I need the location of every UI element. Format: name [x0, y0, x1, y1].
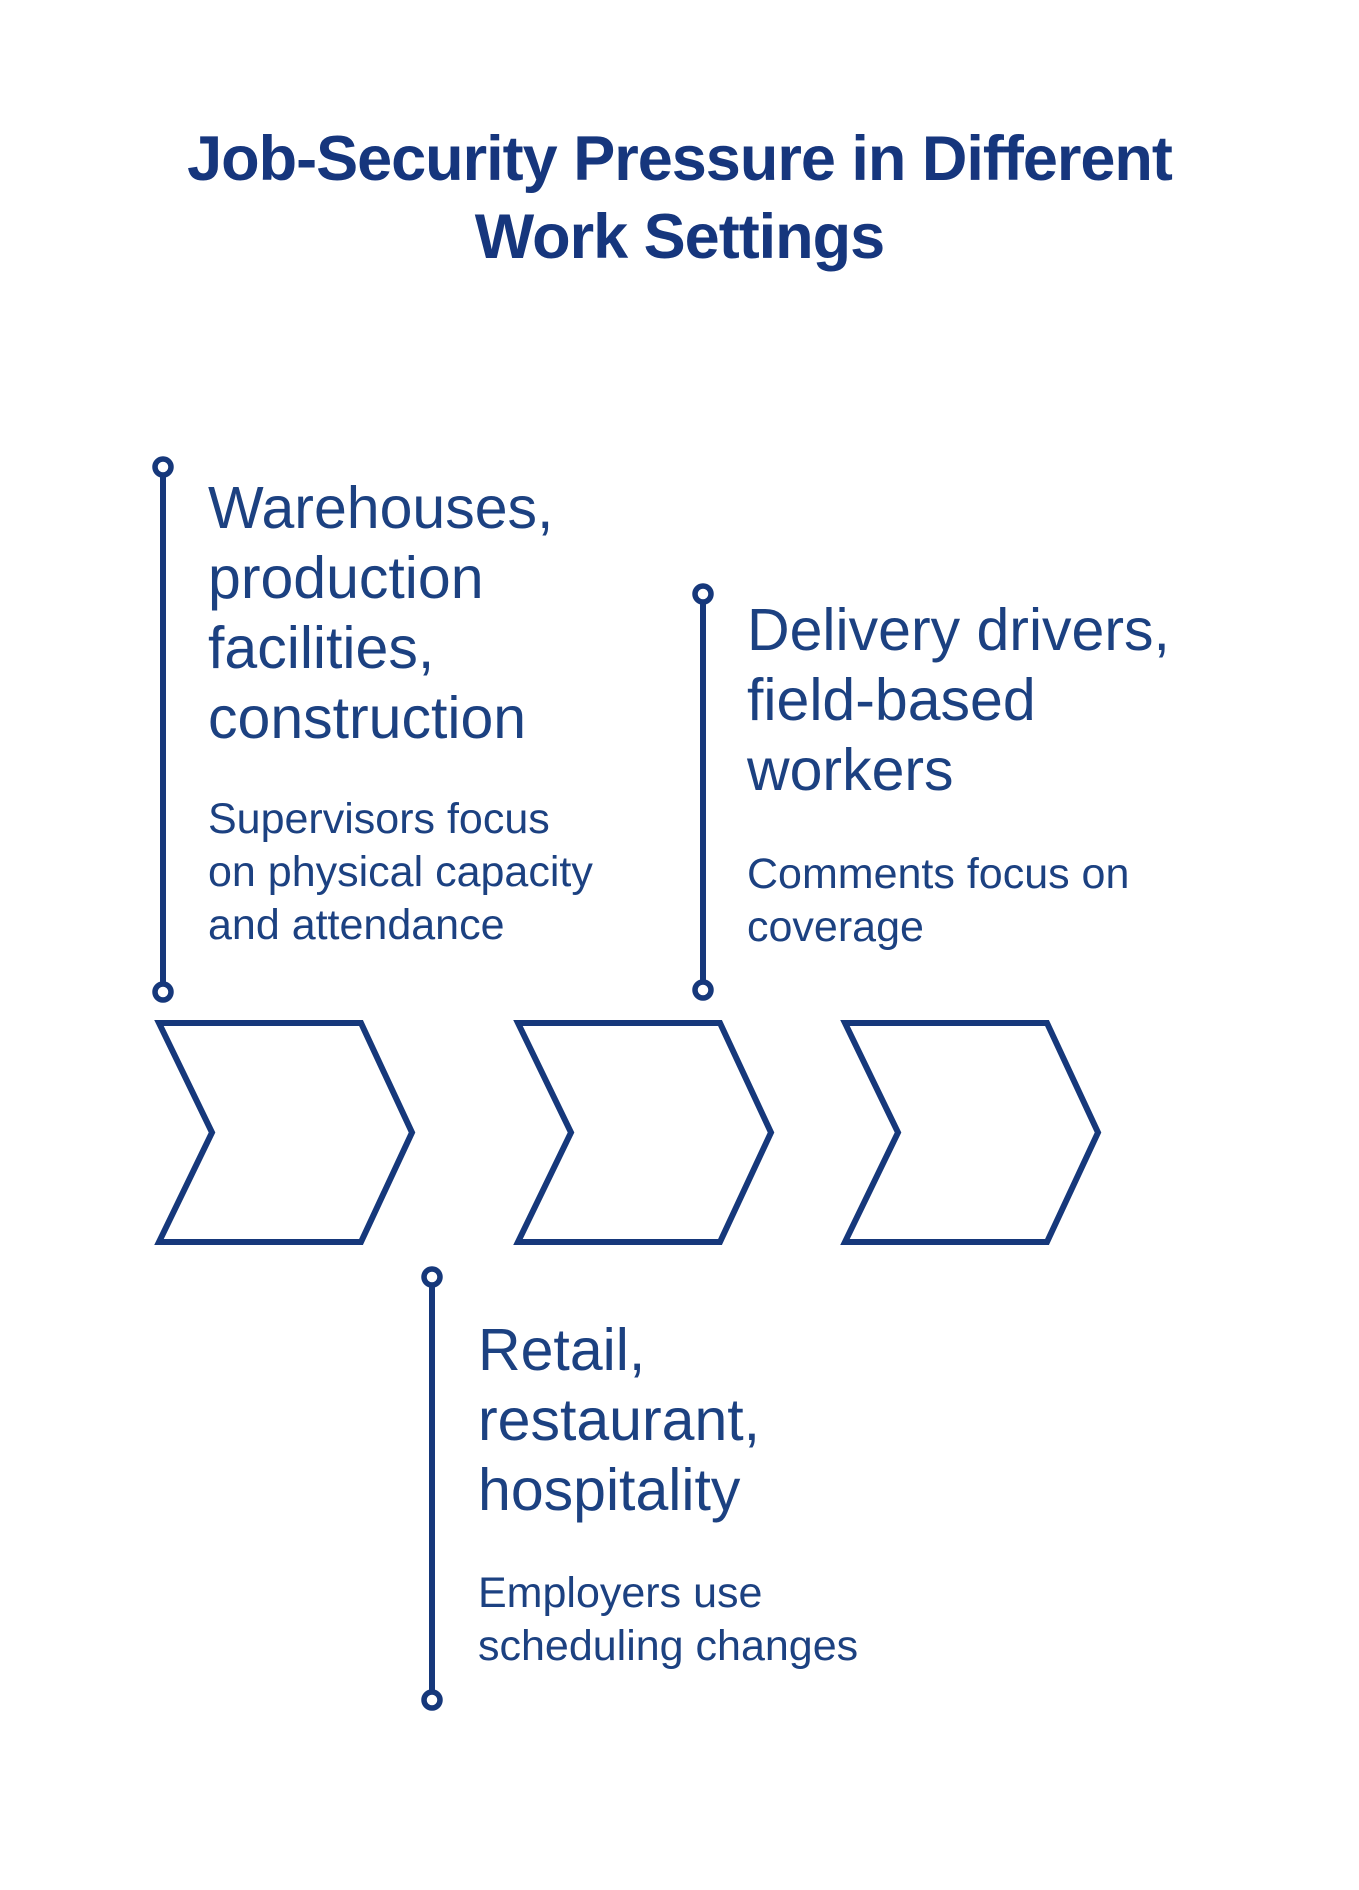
section-heading: Delivery drivers, field-based workers	[747, 597, 1170, 803]
connector-dot-bottom	[152, 981, 174, 1003]
chevron-row	[154, 1020, 1102, 1245]
timeline-connector-icon	[692, 583, 714, 1001]
connector-dot-top	[421, 1266, 443, 1288]
chevron-right-icon	[840, 1020, 1102, 1245]
page-title: Job-Security Pressure in Different Work …	[187, 124, 1173, 272]
section-description: Comments focus on coverage	[747, 850, 1130, 951]
section-heading: Retail, restaurant, hospitality	[478, 1317, 761, 1523]
section-description: Supervisors focus on physical capacity a…	[208, 795, 593, 949]
timeline-connector-icon	[152, 456, 174, 1003]
chevron-right-icon	[154, 1020, 416, 1245]
chevron-right-icon	[513, 1020, 775, 1245]
section-description: Employers use scheduling changes	[478, 1569, 859, 1670]
connector-dot-bottom	[692, 979, 714, 1001]
connector-dot-bottom	[421, 1689, 443, 1711]
connector-dot-top	[692, 583, 714, 605]
connector-dot-top	[152, 456, 174, 478]
timeline-connector-icon	[421, 1266, 443, 1711]
section-heading: Warehouses, production facilities, const…	[208, 475, 554, 751]
